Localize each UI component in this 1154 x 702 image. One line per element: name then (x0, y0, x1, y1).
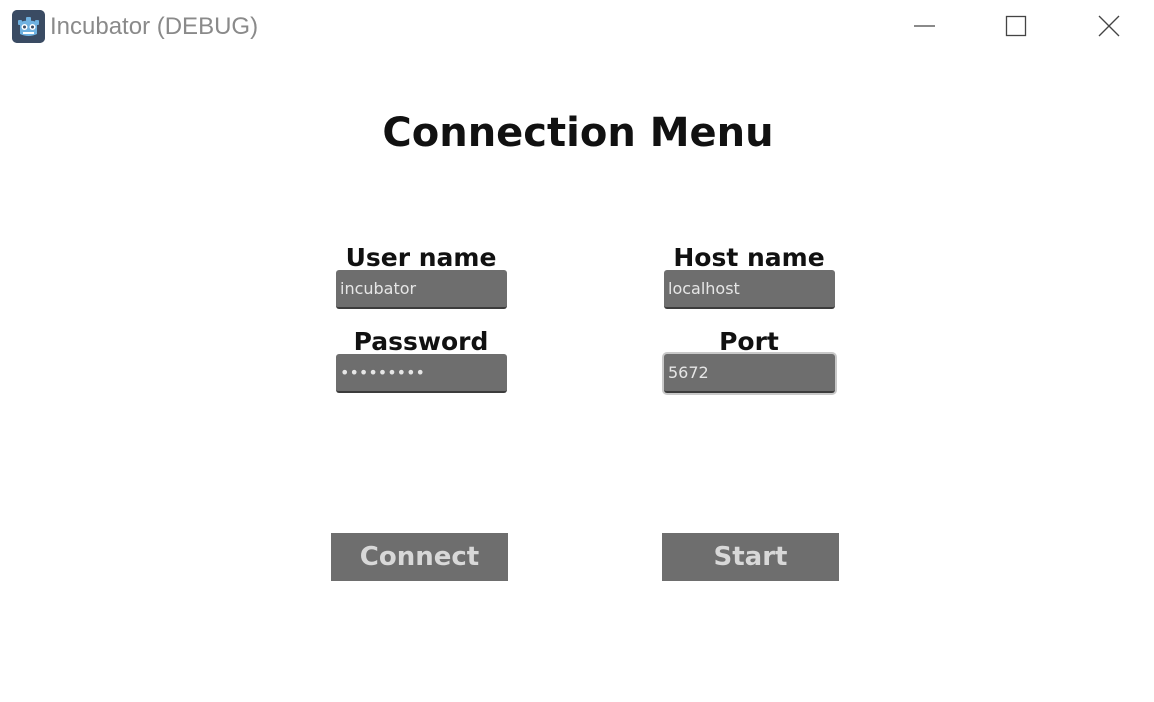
port-label: Port (719, 327, 779, 356)
close-icon (1098, 15, 1120, 37)
password-label: Password (353, 327, 489, 356)
username-label: User name (345, 243, 497, 272)
title-bar[interactable]: Incubator (DEBUG) (0, 0, 1154, 54)
minimize-icon (914, 25, 935, 27)
port-input[interactable] (664, 354, 835, 393)
username-input[interactable] (336, 270, 507, 309)
maximize-button[interactable] (970, 0, 1062, 54)
start-button[interactable]: Start (662, 533, 839, 581)
hostname-label: Host name (673, 243, 825, 272)
password-input[interactable] (336, 354, 507, 393)
godot-robot-icon (12, 10, 45, 43)
page-title: Connection Menu (382, 110, 774, 156)
close-button[interactable] (1062, 0, 1154, 54)
window-title: Incubator (DEBUG) (50, 13, 259, 40)
maximize-icon (1005, 15, 1027, 37)
connect-button[interactable]: Connect (331, 533, 508, 581)
minimize-button[interactable] (879, 0, 971, 54)
hostname-input[interactable] (664, 270, 835, 309)
